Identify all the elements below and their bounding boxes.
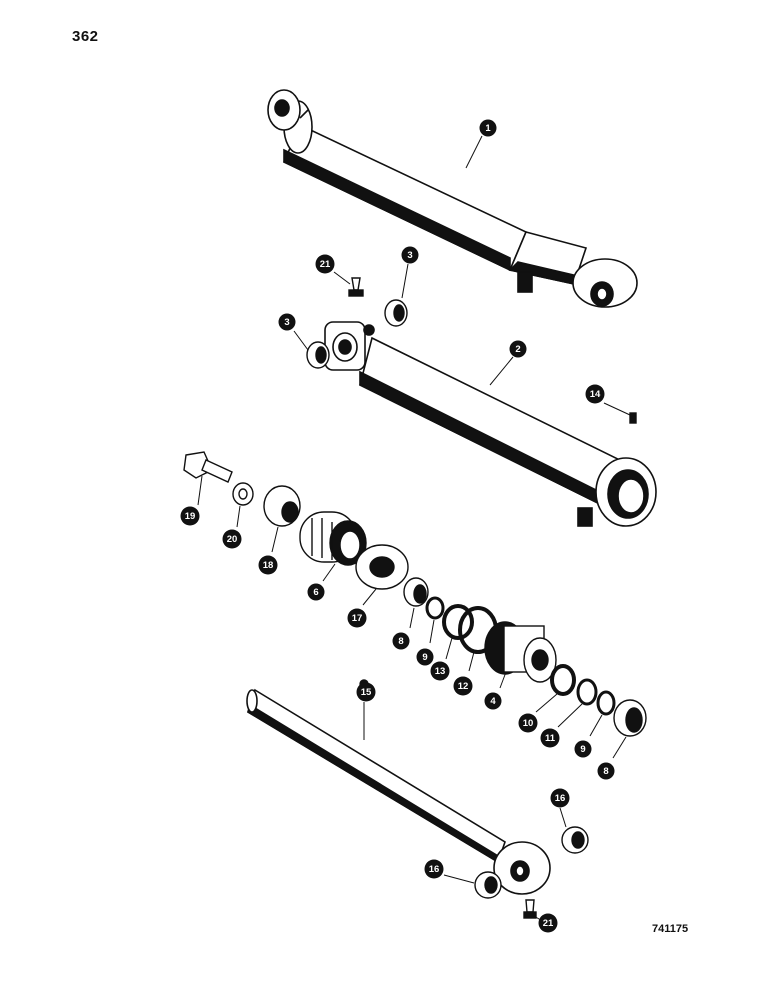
callout-label: 9 [422,652,427,663]
callout-c11: 11 [540,728,560,748]
callout-bubble [430,661,450,681]
callout-bubble [509,340,527,358]
callout-label: 14 [590,389,601,400]
callout-bubble [484,692,502,710]
callout-label: 21 [320,259,331,270]
callout-bubble [307,583,325,601]
callout-c9b: 9 [574,740,592,758]
callout-c12: 12 [453,676,473,696]
callout-bubble [347,608,367,628]
callout-label: 9 [580,744,585,755]
callout-label: 13 [435,666,446,677]
callout-c3a: 3 [401,246,419,264]
callout-label: 12 [458,681,469,692]
cylinder-tube-drawing [324,321,657,527]
callout-label: 20 [227,534,238,545]
callout-label: 17 [352,613,363,624]
callout-c1: 1 [479,119,497,137]
callout-bubble [424,859,444,879]
callout-bubble [258,555,278,575]
callout-c18: 18 [258,555,278,575]
callout-label: 15 [361,687,372,698]
callout-bubble [597,762,615,780]
callout-bubble [479,119,497,137]
callout-bubble [540,728,560,748]
callout-label: 2 [515,344,520,355]
callout-c21b: 21 [538,913,558,933]
callout-label: 1 [485,123,491,134]
callout-label: 8 [603,766,608,777]
callout-bubble [315,254,335,274]
callout-label: 8 [398,636,403,647]
callout-c2: 2 [509,340,527,358]
callout-bubble [518,713,538,733]
figure-id: 741175 [652,923,689,935]
callout-c8a: 8 [392,632,410,650]
callout-bubble [180,506,200,526]
callout-bubble [550,788,570,808]
callout-label: 21 [543,918,554,929]
callout-bubble [356,682,376,702]
callout-c16a: 16 [550,788,570,808]
cylinder-assembly-drawing [267,89,638,308]
callout-label: 3 [407,250,412,261]
callout-bubble [222,529,242,549]
callout-label: 18 [263,560,274,571]
piston-rod-drawing [246,688,551,895]
callout-c4: 4 [484,692,502,710]
callout-c3b: 3 [278,313,296,331]
callout-bubble [574,740,592,758]
callout-c15: 15 [356,682,376,702]
callout-bubble [401,246,419,264]
callout-c20: 20 [222,529,242,549]
callout-c21a: 21 [315,254,335,274]
callout-c16b: 16 [424,859,444,879]
callout-bubble [453,676,473,696]
callout-bubble [538,913,558,933]
callout-c9a: 9 [416,648,434,666]
callout-c14: 14 [585,384,605,404]
callout-label: 10 [523,718,534,729]
page-number: 362 [72,28,99,45]
callout-bubble [278,313,296,331]
callout-bubble [585,384,605,404]
loose-parts-drawings [183,277,647,919]
callout-label: 4 [490,696,496,707]
callout-c17: 17 [347,608,367,628]
callout-label: 16 [555,793,566,804]
callout-label: 16 [429,864,440,875]
callout-bubble [416,648,434,666]
callout-c8b: 8 [597,762,615,780]
callout-label: 11 [545,733,556,744]
callout-bubble [392,632,410,650]
callout-c19: 19 [180,506,200,526]
callout-label: 19 [185,511,196,522]
callout-c6: 6 [307,583,325,601]
callout-label: 3 [284,317,289,328]
callout-c10: 10 [518,713,538,733]
callout-label: 6 [313,587,318,598]
callout-c13: 13 [430,661,450,681]
